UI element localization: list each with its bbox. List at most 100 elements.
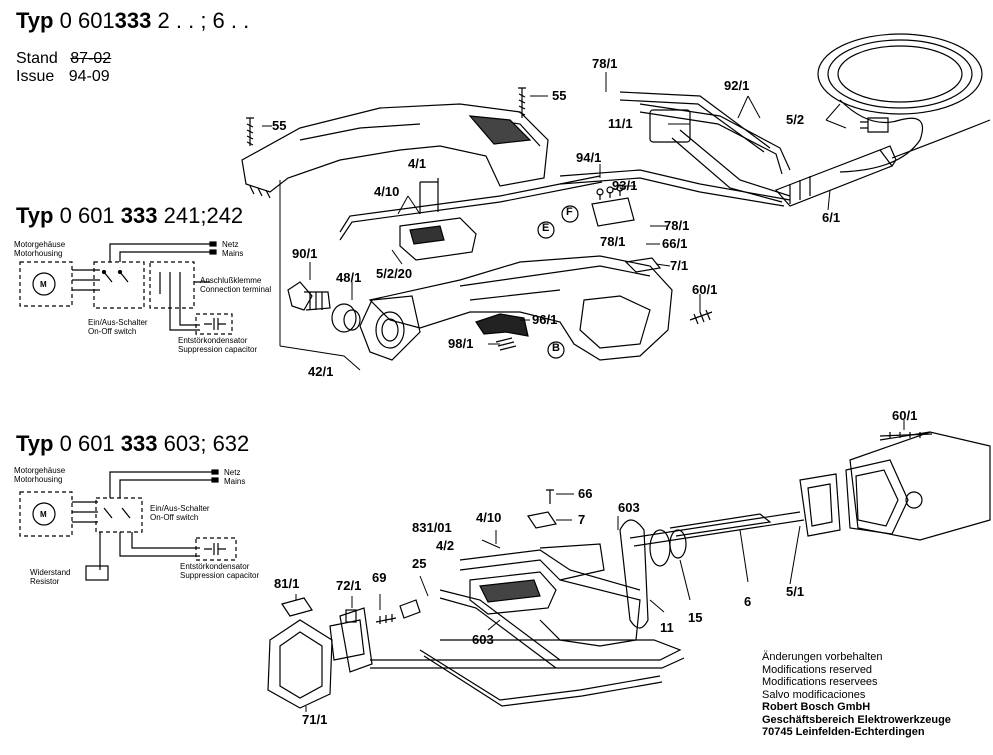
label-55-left: 55 (272, 118, 287, 133)
screw-60-1-bottom (879, 432, 933, 438)
label-69: 69 (372, 570, 387, 585)
label-11: 11 (660, 620, 674, 635)
switch-de-2: Ein/Aus-Schalter (150, 504, 210, 513)
part-25 (399, 599, 421, 619)
label-94-1: 94/1 (576, 150, 602, 165)
label-71-1: 71/1 (302, 712, 328, 727)
label-4-10-bottom: 4/10 (476, 510, 502, 525)
label-60-1-bottom: 60/1 (892, 408, 918, 423)
label-66-1: 66/1 (662, 236, 688, 251)
lug-7-1 (624, 257, 662, 273)
label-603-bottom: 603 (472, 632, 494, 647)
footer-line-2: Modifications reserved (762, 663, 873, 676)
label-72-1: 72/1 (336, 578, 362, 593)
label-93-1: 93/1 (612, 178, 638, 193)
label-5-2-20: 5/2/20 (376, 266, 413, 281)
label-90-1: 90/1 (292, 246, 318, 261)
leader-lines-bottom (295, 420, 905, 712)
label-f: F (566, 206, 573, 218)
switch-de: Ein/Aus-Schalter (88, 318, 148, 327)
mains-en-2: Mains (224, 477, 246, 486)
schematic1-housing-label: Motorgehäuse Motorhousing (14, 240, 65, 258)
mains-en: Mains (222, 249, 244, 258)
label-98-1: 98/1 (448, 336, 474, 351)
label-60-1-top: 60/1 (692, 282, 718, 297)
label-78-1-top: 78/1 (592, 56, 618, 71)
label-11-1: 11/1 (608, 116, 633, 131)
footer-line-4: Salvo modificaciones (762, 688, 866, 701)
typ-prefix: 0 601 (59, 8, 115, 33)
cap-48-1 (331, 303, 361, 333)
label-42-1: 42/1 (308, 364, 334, 379)
label-6-1: 6/1 (822, 210, 841, 225)
label-831-01: 831/01 (412, 520, 452, 535)
label-4-1: 4/1 (408, 156, 427, 171)
label-96-1: 96/1 (532, 312, 558, 327)
schematic1-terminal-label: Anschlußklemme Connection terminal (200, 276, 271, 294)
footer-line-3: Modifications reservees (762, 676, 878, 688)
issue-row: Issue 94-09 (16, 68, 110, 86)
typ-word: Typ (16, 8, 54, 33)
label-92-1: 92/1 (724, 78, 750, 93)
variant1-prefix: 0 601 (59, 203, 115, 228)
label-78-1-mid: 78/1 (664, 218, 690, 233)
variant2-prefix: 0 601 (59, 431, 115, 456)
mains-de-2: Netz (224, 468, 241, 477)
footer-company: Robert Bosch GmbH (762, 701, 871, 713)
label-78-1-low: 78/1 (600, 234, 626, 249)
schematic2-switch-label: Ein/Aus-Schalter On-Off switch (150, 504, 210, 522)
switch-module-72-1 (329, 607, 373, 673)
capacitor-de: Entstörkondensator (178, 336, 248, 345)
typ-suffix: 2 . . ; 6 . . (157, 8, 250, 33)
schematic1-motor-symbol: M (40, 280, 47, 289)
label-5-2: 5/2 (786, 112, 805, 127)
mains-de: Netz (222, 240, 239, 249)
cable-sleeve-6-1 (774, 119, 991, 207)
schematic2-housing-label: Motorgehäuse Motorhousing (14, 466, 65, 484)
cable-6 (629, 511, 805, 567)
clamp-603 (619, 519, 649, 629)
wire-bundle-top (339, 91, 791, 241)
spring-98-1 (495, 337, 517, 351)
label-603-top: 603 (618, 500, 640, 515)
label-25: 25 (412, 556, 427, 571)
label-15: 15 (688, 610, 703, 625)
capacitor-de-2: Entstörkondensator (180, 562, 250, 571)
schematic-1 (19, 241, 233, 335)
schematic2-capacitor-label: Entstörkondensator Suppression capacitor (180, 562, 259, 580)
marker-f-circle (561, 205, 579, 223)
page-title: Typ 0 601333 2 . . ; 6 . . (16, 8, 249, 34)
variant2-title: Typ 0 601 333 603; 632 (16, 431, 249, 457)
footer-line-1: Änderungen vorbehalten (762, 651, 883, 663)
screw-55-right (518, 87, 526, 118)
stand-row: Stand 87-02 (16, 50, 111, 68)
motor-housing-en-2: Motorhousing (14, 475, 63, 484)
resistor-de: Widerstand (30, 568, 71, 577)
stand-label: Stand (16, 50, 58, 67)
terminal-en: Connection terminal (200, 285, 272, 294)
capacitor-en-2: Suppression capacitor (180, 571, 260, 580)
variant1-suffix: 241;242 (163, 203, 244, 228)
label-e: E (542, 222, 550, 234)
knob-90-1 (287, 281, 331, 311)
capacitor-en: Suppression capacitor (178, 345, 258, 354)
ring-71-1 (267, 619, 333, 709)
variant2-bold: 333 (120, 431, 158, 456)
bracket-7 (527, 489, 557, 529)
schematic1-switch-label: Ein/Aus-Schalter On-Off switch (88, 318, 148, 336)
motor-housing-de-2: Motorgehäuse (14, 466, 66, 475)
motor-housing-part (359, 255, 673, 361)
schematic1-mains-label: Netz Mains (222, 240, 243, 258)
switch-en-2: On-Off switch (150, 513, 199, 522)
marker-e-circle (537, 221, 555, 239)
label-5-1: 5/1 (786, 584, 805, 599)
terminal-de: Anschlußklemme (200, 276, 262, 285)
label-b: B (552, 342, 560, 354)
schematic2-motor-symbol: M (40, 510, 47, 519)
terminal-block (591, 184, 635, 227)
screw-60-1-top (689, 309, 713, 325)
issue-label: Issue (16, 68, 55, 85)
schematic1-capacitor-label: Entstörkondensator Suppression capacitor (178, 336, 257, 354)
label-4-2: 4/2 (436, 538, 455, 553)
